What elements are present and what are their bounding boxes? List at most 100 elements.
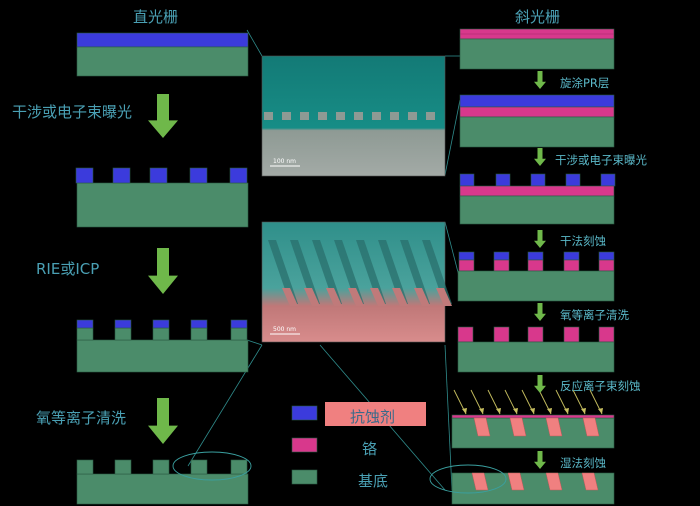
left-stage1-resist xyxy=(76,32,249,48)
right-stage2-substrate xyxy=(459,116,615,148)
right-step-4: 氧等离子清洗 xyxy=(560,308,629,322)
connector-line-1 xyxy=(246,339,263,346)
right-stage3-resist-block-2 xyxy=(530,173,546,187)
left-stage3-ridge-0 xyxy=(76,327,94,341)
legend-chrome-swatch xyxy=(291,437,318,453)
right-title: 斜光栅 xyxy=(515,8,561,26)
right-stage2-resist xyxy=(459,94,615,108)
right-arrow-4-icon xyxy=(534,303,546,321)
left-stage1-substrate xyxy=(76,46,249,77)
left-step-2: RIE或ICP xyxy=(36,260,100,278)
right-stage4-resist-cap-2 xyxy=(527,251,544,261)
right-stage6-ion-arrowhead-8 xyxy=(598,408,603,414)
left-stage3-ridge-3 xyxy=(190,327,208,341)
right-stage6-ion-arrowhead-5 xyxy=(547,408,552,414)
sem-bottom-ridge-base-1 xyxy=(304,288,320,306)
legend-chrome-label: 铬 xyxy=(362,440,378,458)
connector-line-5 xyxy=(444,221,461,281)
right-stage6-slant-1 xyxy=(509,417,527,437)
right-stage7-slant-0 xyxy=(471,472,489,491)
sem-top-tooth-9 xyxy=(426,112,435,120)
right-stage6-ion-arrowhead-7 xyxy=(581,408,586,414)
right-arrow-2-icon xyxy=(534,148,546,166)
left-stage3-ridge-1 xyxy=(114,327,132,341)
right-stage4-substrate xyxy=(457,270,615,302)
right-stage6-ion-arrowhead-4 xyxy=(530,408,535,414)
left-stage4-ridge-0 xyxy=(76,459,94,475)
left-stage2-substrate xyxy=(76,182,249,228)
left-stage3-substrate xyxy=(76,339,249,373)
right-step-3: 干法刻蚀 xyxy=(560,234,606,248)
right-stage1-substrate xyxy=(459,38,615,70)
sem-bottom-ridge-base-3 xyxy=(348,288,364,306)
right-arrow-6-icon xyxy=(534,451,546,469)
left-stage3-resist-cap-0 xyxy=(76,319,94,329)
left-step-1: 干涉或电子束曝光 xyxy=(12,103,133,121)
right-stage3-resist-block-1 xyxy=(495,173,511,187)
right-arrow-5-icon xyxy=(534,375,546,393)
right-stage6-ion-arrowhead-1 xyxy=(479,408,484,414)
sem-bottom-ridge-base-2 xyxy=(326,288,342,306)
right-stage6-slant-0 xyxy=(473,417,491,437)
sem-bottom-ridge-2 xyxy=(312,240,342,304)
right-stage4-chrome-block-2 xyxy=(527,259,544,272)
legend-resist-swatch xyxy=(291,405,318,421)
sem-bottom-ridge-0 xyxy=(268,240,298,304)
sem-top-tooth-8 xyxy=(408,112,417,120)
sem-top-scale-label: 100 nm xyxy=(273,158,297,165)
left-stage3-resist-cap-2 xyxy=(152,319,170,329)
left-stage3-ridge-4 xyxy=(230,327,248,341)
right-stage6-chrome-line xyxy=(451,414,615,419)
right-stage4-resist-cap-1 xyxy=(493,251,510,261)
left-stage2-resist-block-2 xyxy=(149,167,168,184)
left-stage4-ridge-1 xyxy=(114,459,132,475)
left-arrow-2-icon xyxy=(148,248,178,294)
right-stage4-chrome-block-3 xyxy=(563,259,580,272)
sem-top-tooth-0 xyxy=(264,112,273,120)
legend-substrate-label: 基底 xyxy=(358,472,389,490)
right-stage5-chrome-block-4 xyxy=(598,326,615,343)
sem-bottom-ridge-base-7 xyxy=(436,288,452,306)
right-stage5-chrome-block-3 xyxy=(563,326,580,343)
right-step-5: 反应离子束刻蚀 xyxy=(560,379,641,393)
left-stage2-resist-block-3 xyxy=(189,167,208,184)
right-stage3-substrate xyxy=(459,195,615,225)
right-step-1: 旋涂PR层 xyxy=(560,76,610,90)
right-stage6-ion-arrowhead-6 xyxy=(564,408,569,414)
left-stage4-ridge-4 xyxy=(230,459,248,475)
sem-bottom-ridge-7 xyxy=(422,240,452,304)
left-stage3-ridge-2 xyxy=(152,327,170,341)
left-stage2-resist-block-4 xyxy=(229,167,248,184)
connector-line-6 xyxy=(444,344,453,491)
right-stage5-chrome-block-2 xyxy=(527,326,544,343)
right-step-2: 干涉或电子束曝光 xyxy=(555,153,647,167)
sem-bottom-ridge-3 xyxy=(334,240,364,304)
right-stage6-slant-2 xyxy=(545,417,563,437)
right-stage2-chrome xyxy=(459,106,615,118)
right-stage7-slant-1 xyxy=(507,472,525,491)
sem-top-tooth-3 xyxy=(318,112,327,120)
sem-bottom-ridge-base-0 xyxy=(282,288,298,306)
sem-bottom-ridge-base-4 xyxy=(370,288,386,306)
right-stage4-chrome-block-4 xyxy=(598,259,615,272)
right-step-6: 湿法刻蚀 xyxy=(560,456,606,470)
right-arrow-3-icon xyxy=(534,230,546,248)
left-arrow-3-icon xyxy=(148,398,178,444)
left-stage4-substrate xyxy=(76,473,249,505)
right-stage6-ion-arrowhead-3 xyxy=(513,408,518,414)
sem-bottom-ridge-4 xyxy=(356,240,386,304)
left-stage2-resist-block-1 xyxy=(112,167,131,184)
connector-line-4 xyxy=(444,99,461,176)
right-stage3-chrome xyxy=(459,185,615,197)
sem-top-tooth-5 xyxy=(354,112,363,120)
left-stage4-ridge-3 xyxy=(190,459,208,475)
right-stage5-chrome-block-1 xyxy=(493,326,510,343)
sem-bottom-ridge-6 xyxy=(400,240,430,304)
right-stage7-slant-2 xyxy=(545,472,563,491)
legend-resist-label: 抗蚀剂 xyxy=(350,408,396,426)
right-stage5-chrome-block-0 xyxy=(457,326,474,343)
sem-bottom-scale-label: 500 nm xyxy=(273,326,297,333)
right-stage4-chrome-block-0 xyxy=(458,259,475,272)
left-highlight-ellipse xyxy=(172,451,252,481)
